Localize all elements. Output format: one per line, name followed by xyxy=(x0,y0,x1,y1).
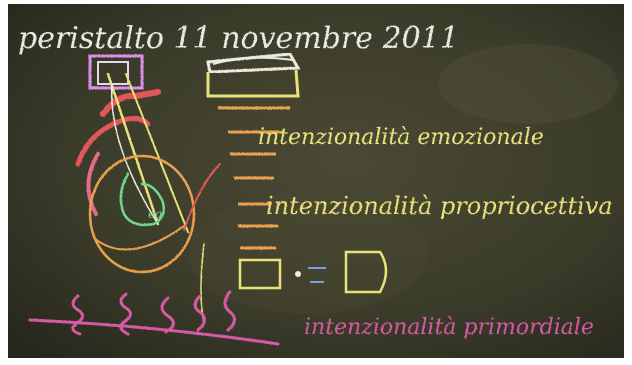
chalk-smudge xyxy=(188,194,428,314)
white-line xyxy=(110,83,159,225)
blackboard-drawing: peristalto 11 novembre 2011 xyxy=(8,4,624,358)
inner-label: ea xyxy=(148,207,162,221)
pink-box-inner xyxy=(97,61,129,85)
yellow-container xyxy=(206,69,300,98)
small-box xyxy=(238,258,282,290)
orange-circle xyxy=(88,154,196,274)
d-shape xyxy=(344,250,388,294)
line-intenzionalita-primordiale: intenzionalità primordiale xyxy=(304,315,594,340)
yellow-line xyxy=(106,72,160,226)
orange-arc xyxy=(93,225,185,251)
red-arrow-right xyxy=(183,163,221,231)
white-box-top xyxy=(206,52,301,74)
pink-box xyxy=(88,54,144,90)
pink-curve xyxy=(86,152,100,216)
line-intenzionalita-emozionale: intenzionalità emozionale xyxy=(258,125,544,150)
green-shape xyxy=(119,172,165,227)
pink-squiggles xyxy=(28,290,280,346)
red-curve xyxy=(75,116,151,167)
white-scribble xyxy=(212,56,294,65)
chalk-dot xyxy=(295,271,301,277)
yellow-line-2 xyxy=(125,73,189,233)
board-title: peristalto 11 novembre 2011 xyxy=(18,21,459,56)
orange-levels xyxy=(218,106,290,250)
chalk-smudge xyxy=(438,44,618,124)
line-intenzionalita-propriocettiva: intenzionalità propriocettiva xyxy=(266,192,613,220)
red-arrow-top xyxy=(100,89,161,117)
blackboard-photo: peristalto 11 novembre 2011 xyxy=(8,4,624,358)
